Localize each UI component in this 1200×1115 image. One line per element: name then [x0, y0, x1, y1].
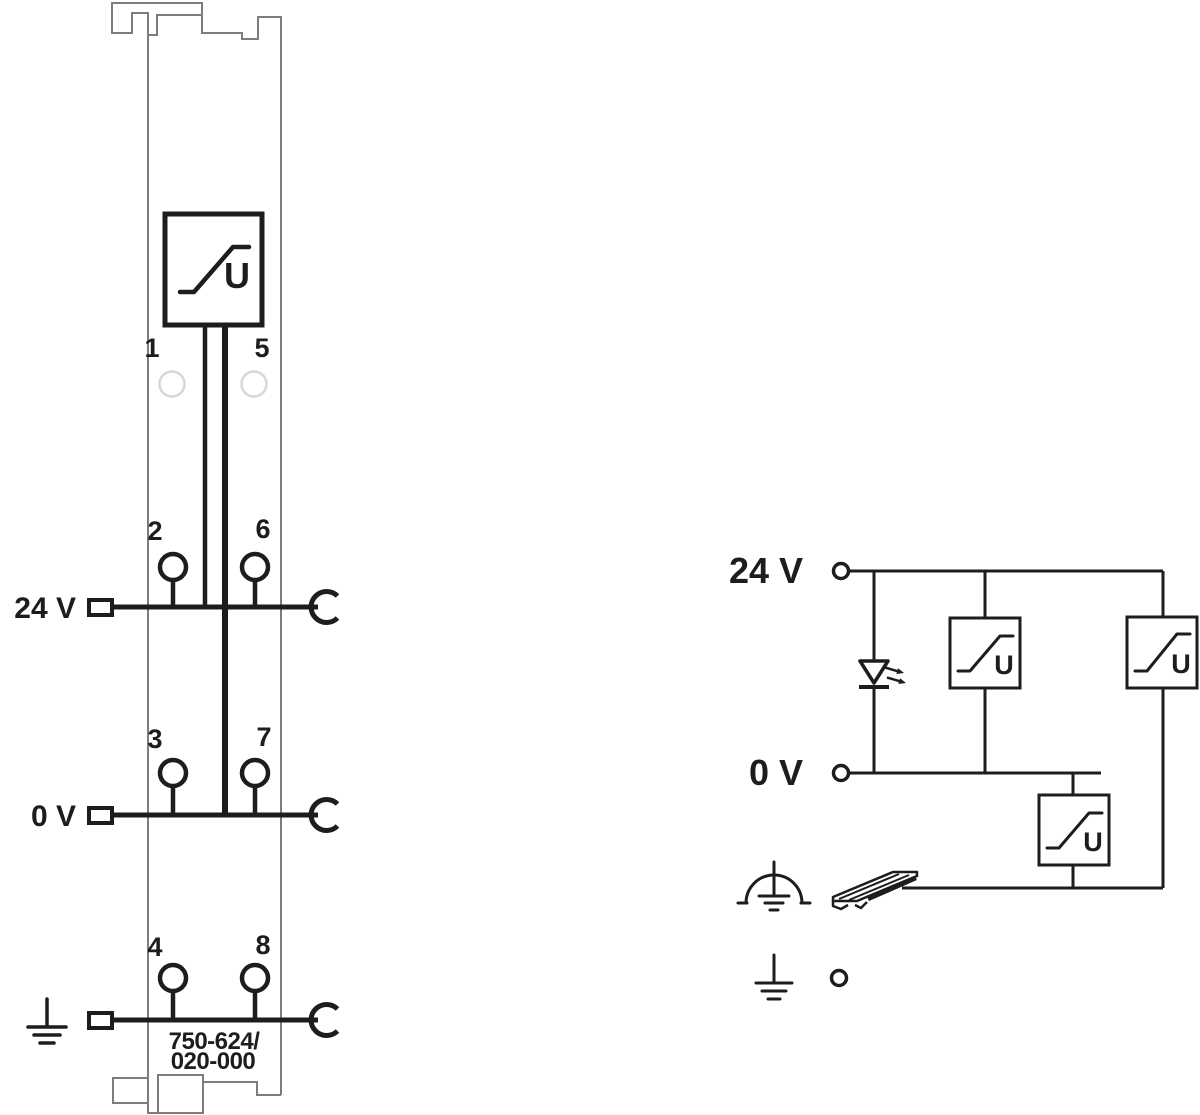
- filter-ramp-icon: [1133, 632, 1192, 673]
- row-0v-label: 0 V: [31, 800, 76, 833]
- earth-symbol-right: [754, 953, 794, 1001]
- contact-number-3: 3: [147, 724, 162, 754]
- contact-number-8: 8: [255, 930, 270, 960]
- terminal-point-0v: [831, 763, 851, 783]
- bus-jumper-contact-24v: [308, 589, 340, 625]
- contact-number-5: 5: [254, 333, 269, 363]
- row-0v: 0 V: [31, 757, 340, 833]
- led-indicator: [858, 571, 906, 773]
- module-housing-outline: [111, 2, 282, 1114]
- led-diode-icon: [858, 659, 890, 685]
- filter-ramp-icon: [1045, 811, 1104, 850]
- terminal-point-earth: [829, 968, 849, 988]
- contact-8: [239, 962, 271, 1020]
- shield-earth-icon: [736, 860, 812, 912]
- filter-u-label: U: [1083, 827, 1103, 857]
- part-number-line2: 020-000: [171, 1048, 256, 1075]
- bus-jumper-contact-0v: [308, 797, 340, 833]
- pale-contact-5: [240, 370, 268, 398]
- contact-number-6: 6: [255, 514, 270, 544]
- terminal-box-24v: [87, 598, 114, 617]
- contact-3: [157, 757, 189, 815]
- filter-u-label: U: [1171, 649, 1191, 679]
- contact-6: [239, 551, 271, 607]
- contact-numbers: 1 5 2 6 3 7 4 8: [144, 333, 271, 962]
- part-number: 750-624/ 020-000: [169, 1028, 261, 1075]
- contact-2: [157, 551, 189, 607]
- schematic-24v-label: 24 V: [729, 550, 803, 591]
- filter-box-2: U: [1125, 571, 1199, 888]
- contact-number-2: 2: [147, 516, 162, 546]
- din-rail-icon: [831, 870, 919, 911]
- terminal-box-earth: [87, 1011, 114, 1030]
- row-earth: [26, 962, 340, 1045]
- bus-jumper-contact-earth: [308, 1002, 340, 1038]
- filter-box-1: U: [948, 571, 1022, 773]
- filter-u-label: U: [224, 255, 250, 296]
- led-emission-arrows: [884, 666, 906, 684]
- contact-4: [157, 962, 189, 1020]
- contact-number-1: 1: [144, 333, 159, 363]
- part-number-line1: 750-624/: [169, 1028, 261, 1055]
- schematic-0v-label: 0 V: [749, 752, 803, 793]
- contact-number-7: 7: [256, 722, 271, 752]
- earth-symbol-left: [26, 997, 68, 1045]
- module-750-624: U 1 5 2 6 3 7 4 8 24 V: [14, 2, 340, 1114]
- filter-ramp-icon: [956, 634, 1015, 673]
- terminal-box-0v: [87, 806, 114, 825]
- row-24v-label: 24 V: [14, 592, 76, 625]
- filter-box-3: U: [1037, 773, 1111, 888]
- terminal-point-24v: [831, 561, 851, 581]
- contact-number-4: 4: [147, 932, 162, 962]
- filter-ramp-icon: [177, 244, 252, 295]
- internal-schematic: 24 V 0 V U: [729, 550, 1199, 1001]
- filter-u-label: U: [994, 650, 1014, 680]
- contact-7: [239, 757, 271, 815]
- surge-filter-box: U: [162, 211, 265, 328]
- pale-contact-1: [158, 370, 186, 398]
- row-24v: 24 V: [14, 551, 340, 625]
